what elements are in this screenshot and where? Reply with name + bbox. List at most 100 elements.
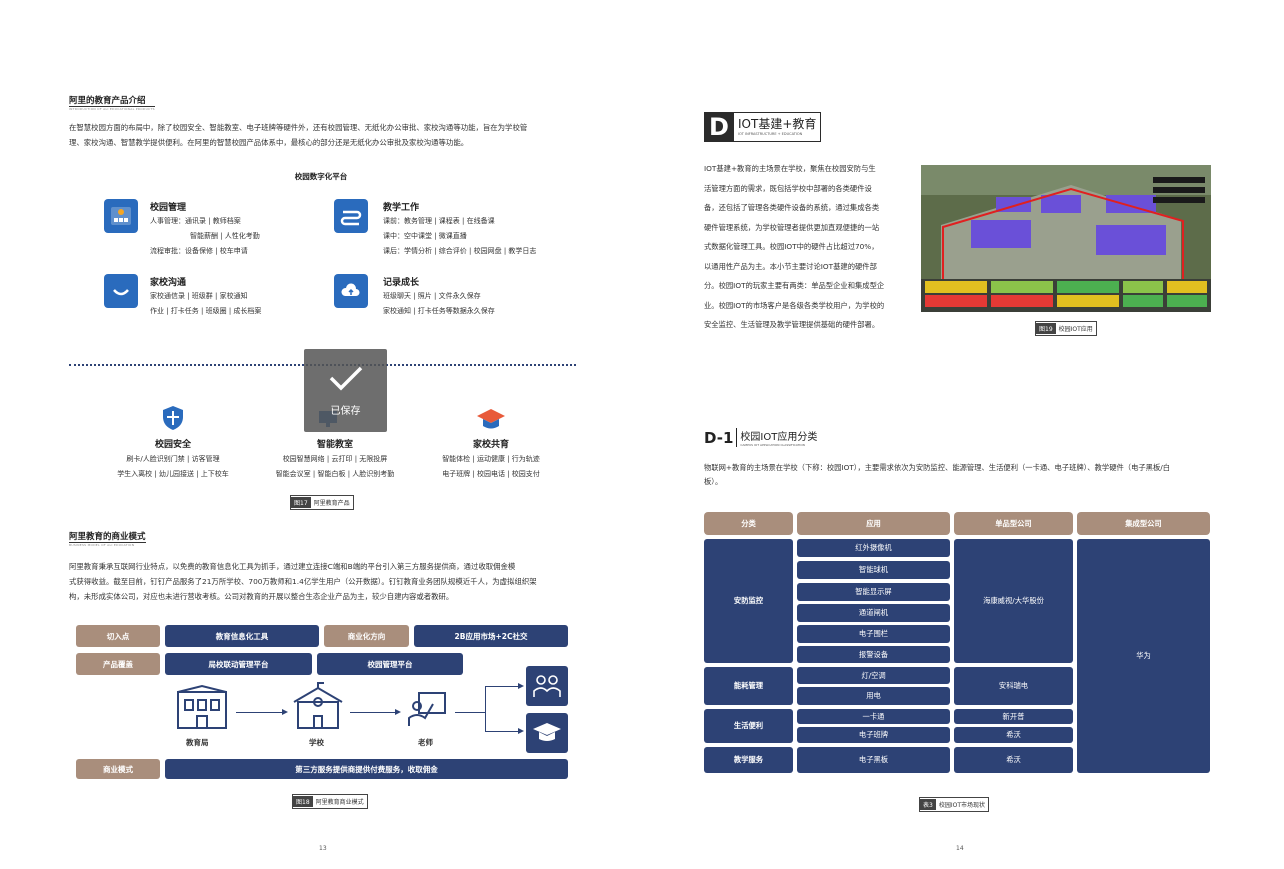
item-line: 班级聊天 | 照片 | 文件永久保存 [383,292,481,300]
d1-paragraph: 物联网+教育的主场景在学校（下称：校园IOT），主要需求依次为安防监控、能源管理… [704,461,1216,489]
school-icon [292,682,344,734]
para-line: IOT基建+教育的主场景在学校，聚焦在校园安防与生 [704,164,876,173]
single-company-cell: 新开普 [954,709,1073,724]
arrow-head [518,728,524,734]
app-cell: 电子黑板 [797,747,950,773]
single-company-cell: 安科瑞电 [954,667,1073,705]
section-number: D-1 [704,429,734,447]
app-cell: 灯/空调 [797,667,950,684]
caption-number: 图17 [291,497,311,508]
para-line: 备，还包括了管理各类硬件设备的系统，通过集成各类 [704,203,880,212]
branch-line [455,712,485,713]
table-header: 集成型公司 [1077,512,1210,535]
para-line: 物联网+教育的主场景在学校（下称：校园IOT），主要需求依次为安防监控、能源管理… [704,463,1171,472]
item-line: 校园智慧网络 | 云打印 | 无限投屏 [282,455,388,463]
item-title: 校园管理 [150,203,187,213]
item-line: 流程审批：设备保修 | 校车申请 [150,247,248,255]
single-company-cell: 希沃 [954,747,1073,773]
table-header: 分类 [704,512,793,535]
category-cell: 安防监控 [704,539,793,663]
teacher-icon [407,690,447,734]
platform-item-campus-mgmt [104,199,138,233]
arrow-head [282,709,288,715]
arrow-head [395,709,401,715]
para-line: 式数据化管理工具。校园IOT中的硬件占比超过70%， [704,242,879,251]
saved-toast-label: 已保存 [330,406,361,417]
section-subtitle: IOT INFRASTRUCTURE + EDUCATION [738,132,803,136]
item-line: 家校通信录 | 班级群 | 家校通知 [150,292,248,300]
single-company-cell: 海康威视/大华股份 [954,539,1073,663]
home-school-chat-icon [104,274,138,308]
campus-management-icon [104,199,138,233]
platform-text-teaching: 教学工作 课前：教务管理 | 课程表 | 在线备课 课中：空中课堂 | 微课直播… [383,200,536,259]
section-title: 阿里的教育产品介绍 [69,94,155,107]
para-line: 业。校园IOT的市场客户是各级各类学校用户，为学校的 [704,300,885,310]
left-page: 阿里的教育产品介绍 INTRODUCTION OF ALI EDUCATIONA… [69,94,589,852]
platform-text-growth: 记录成长 班级聊天 | 照片 | 文件永久保存 家校通知 | 打卡任务等数据永久… [383,275,495,319]
figure-caption: 图17 阿里教育产品 [290,495,354,510]
caption-number: 表3 [920,799,936,810]
hardware-home-school-edu: 家校共育 智能体检 | 运动健康 | 行为轨迹 电子班牌 | 校园电话 | 校园… [406,437,576,482]
item-line: 作业 | 打卡任务 | 班级圈 | 成长档案 [150,307,262,315]
box-bureau-platform: 局校联动管理平台 [165,653,312,675]
item-line: 刷卡/人脸识别门禁 | 访客管理 [126,455,220,463]
caption-text: 校园IOT市场现状 [938,802,985,809]
section-subtitle: INTRODUCTION OF ALI EDUCATIONAL PRODUCTS [69,107,155,111]
shield-icon [162,405,184,435]
arrow-line [236,712,286,713]
teaching-work-icon [334,199,368,233]
item-line: 课中：空中课堂 | 微课直播 [383,232,467,240]
item-line: 课后：学情分析 | 综合评价 | 校园网盘 | 教学日志 [383,247,537,255]
label-entry-point: 切入点 [76,625,160,647]
platform-item-teaching [334,199,368,233]
section-title: IOT基建+教育 [738,117,817,131]
item-title: 家校沟通 [150,278,187,288]
section-title-box: 校园IOT应用分类 CAMPUS IOT APPLICATION CLASSIF… [736,428,817,447]
integrated-company-cell: 华为 [1077,539,1210,773]
right-page: D IOT基建+教育 IOT INFRASTRUCTURE + EDUCATIO… [642,0,1284,869]
branch-line [485,686,486,731]
item-line: 电子班牌 | 校园电话 | 校园支付 [442,470,540,478]
app-cell: 电子围栏 [797,625,950,643]
branch-line [485,731,519,732]
item-line: 智能会议室 | 智能白板 | 人脸识别考勤 [275,470,395,478]
item-title: 智能教室 [316,440,353,450]
para-line: 安全监控、生活管理及教学管理提供基础的硬件部署。 [704,320,880,329]
table-caption: 表3 校园IOT市场现状 [919,797,989,812]
single-company-cell: 希沃 [954,727,1073,743]
students-cap-icon [526,713,568,753]
item-title: 教学工作 [383,203,420,213]
para-line: 构，未形成实体公司，对应也未进行营收考核。公司对教育的开展以整合生态企业产品为主… [69,592,454,601]
arrow-head [518,683,524,689]
item-title: 记录成长 [383,278,420,288]
section-title: 阿里教育的商业模式 [69,532,146,543]
category-cell: 能耗管理 [704,667,793,705]
app-cell: 用电 [797,687,950,705]
box-edu-tools: 教育信息化工具 [165,625,319,647]
para-line: 式获得收益。截至目前，钉钉产品服务了21万所学校、700万教师和1.4亿学生用户… [69,577,537,586]
campus-iot-aerial-image [921,165,1211,312]
node-label-teacher: 老师 [418,738,433,747]
section-subtitle: BUSINESS MODEL OF ALI EDUCATION [69,543,135,547]
para-line: 理、家校沟通、智慧教学提供便利。在阿里的智慧校园产品体系中，最核心的部分还是无纸… [69,138,469,147]
hardware-campus-safety: 校园安全 刷卡/人脸识别门禁 | 访客管理 学生入离校 | 幼儿园接送 | 上下… [88,437,258,482]
box-market: 2B应用市场+2C社交 [414,625,568,647]
node-label-school: 学校 [309,738,324,747]
para-line: 在智慧校园方面的布局中，除了校园安全、智能教室、电子班牌等硬件外，还有校园管理、… [69,123,528,132]
item-line: 智能薪酬 | 人性化考勤 [190,232,260,240]
platform-item-home-school [104,274,138,308]
intro-paragraph: 在智慧校园方面的布局中，除了校园安全、智能教室、电子班牌等硬件外，还有校园管理、… [69,120,589,150]
section-d-heading: D IOT基建+教育 IOT INFRASTRUCTURE + EDUCATIO… [704,112,822,142]
item-line: 课前：教务管理 | 课程表 | 在线备课 [383,217,495,225]
section-heading-products: 阿里的教育产品介绍 INTRODUCTION OF ALI EDUCATIONA… [69,94,155,111]
cloud-upload-icon [334,274,368,308]
para-line: 板）。 [704,477,723,486]
biz-paragraph: 阿里教育秉承互联网行业特点，以免费的教育信息化工具为抓手，通过建立连接C端和B端… [69,559,589,604]
section-letter: D [704,112,734,142]
app-cell: 报警设备 [797,646,950,663]
section-title-box: IOT基建+教育 IOT INFRASTRUCTURE + EDUCATION [734,112,822,142]
item-line: 人事管理：通讯录 | 教师档案 [150,217,241,225]
table-header: 单品型公司 [954,512,1073,535]
figure-caption: 图18 阿里教育商业模式 [292,794,368,809]
item-title: 校园安全 [154,440,191,450]
